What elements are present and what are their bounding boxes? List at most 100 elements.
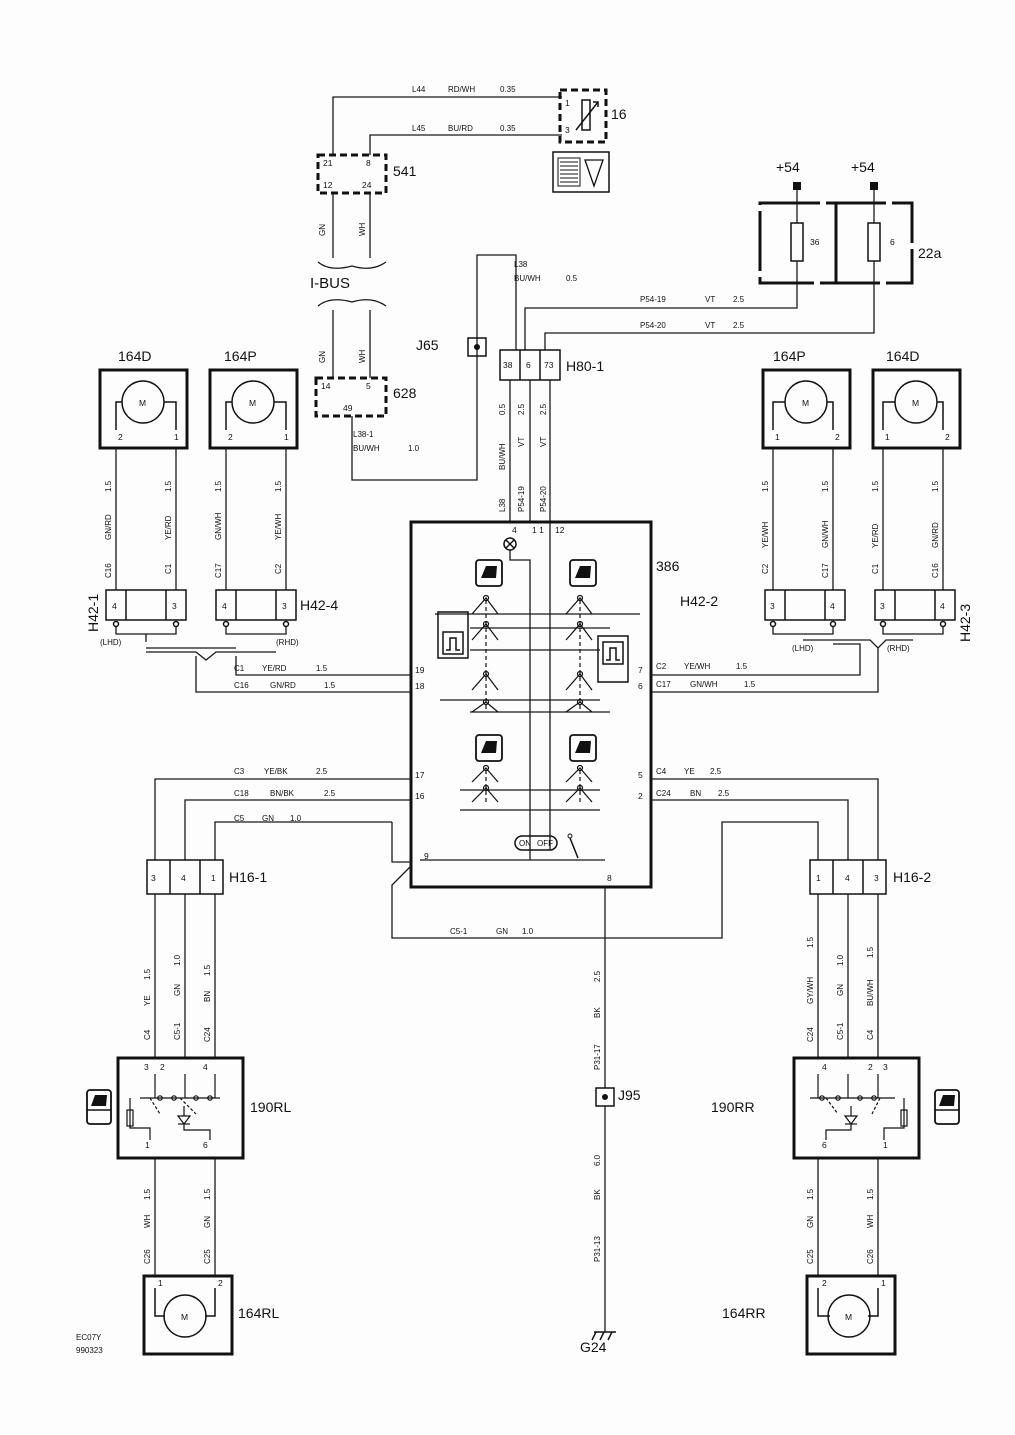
- svg-text:6: 6: [822, 1140, 827, 1150]
- svg-text:GN: GN: [318, 224, 327, 236]
- svg-text:3: 3: [874, 873, 879, 883]
- svg-text:C17: C17: [214, 563, 223, 578]
- svg-text:WH: WH: [866, 1214, 875, 1228]
- svg-text:1.5: 1.5: [214, 480, 223, 492]
- svg-text:C18: C18: [234, 789, 249, 798]
- svg-text:M: M: [181, 1312, 188, 1322]
- svg-text:YE/RD: YE/RD: [164, 515, 173, 540]
- svg-text:6: 6: [526, 360, 531, 370]
- connector-h16-1: 3 4 1: [146, 859, 224, 895]
- svg-text:YE/RD: YE/RD: [262, 664, 287, 673]
- label-plus54-left: +54: [776, 159, 800, 175]
- svg-text:5: 5: [638, 770, 643, 780]
- svg-text:1: 1: [145, 1140, 150, 1150]
- motor-164d-right: M 1 2: [871, 368, 962, 450]
- svg-text:2: 2: [868, 1062, 873, 1072]
- svg-text:1: 1: [211, 873, 216, 883]
- svg-text:2.5: 2.5: [733, 295, 745, 304]
- svg-text:1.5: 1.5: [143, 968, 152, 980]
- motor-164d-left: M 2 1: [98, 368, 189, 450]
- svg-text:YE: YE: [684, 767, 695, 776]
- svg-text:GN: GN: [173, 984, 182, 996]
- svg-text:YE/WH: YE/WH: [761, 522, 770, 548]
- svg-text:1.5: 1.5: [806, 1188, 815, 1200]
- wire-c5-1: [391, 821, 819, 939]
- svg-text:16: 16: [415, 791, 425, 801]
- motor-164p-left: M 2 1: [208, 368, 299, 450]
- svg-text:BN/BK: BN/BK: [270, 789, 295, 798]
- svg-text:P31-17: P31-17: [593, 1044, 602, 1070]
- svg-text:C1: C1: [234, 664, 245, 673]
- ibus-brace-bottom: [317, 299, 387, 307]
- label-rdwh: RD/WH: [448, 85, 475, 94]
- svg-text:2: 2: [118, 432, 123, 442]
- wire-c24: [651, 799, 849, 860]
- svg-text:BU/WH: BU/WH: [514, 274, 541, 283]
- label-035a: 0.35: [500, 85, 516, 94]
- svg-text:C2: C2: [274, 563, 283, 574]
- label-190rl: 190RL: [250, 1099, 291, 1115]
- svg-text:1.5: 1.5: [104, 480, 113, 492]
- wire-l38: [351, 254, 517, 481]
- svg-text:C25: C25: [806, 1249, 815, 1264]
- wire-c16-left: [195, 656, 411, 693]
- svg-text:BU/WH: BU/WH: [353, 444, 380, 453]
- svg-text:6: 6: [638, 681, 643, 691]
- svg-text:C17: C17: [821, 563, 830, 578]
- svg-text:C16: C16: [234, 681, 249, 690]
- svg-text:2.5: 2.5: [710, 767, 722, 776]
- svg-text:3: 3: [172, 601, 177, 611]
- connector-h42-right-lhd: 3 4: [764, 589, 846, 628]
- svg-text:4: 4: [830, 601, 835, 611]
- label-h42-4: H42-4: [300, 597, 338, 613]
- svg-text:GN/RD: GN/RD: [931, 522, 940, 548]
- svg-text:C5: C5: [234, 814, 245, 823]
- svg-text:C4: C4: [143, 1029, 152, 1040]
- svg-text:3: 3: [144, 1062, 149, 1072]
- svg-text:1: 1: [816, 873, 821, 883]
- motor-164p-right: M 1 2: [761, 368, 852, 450]
- label-h16-1: H16-1: [229, 869, 267, 885]
- label-j95: J95: [618, 1087, 641, 1103]
- svg-text:1: 1: [881, 1278, 886, 1288]
- svg-text:GN: GN: [262, 814, 274, 823]
- label-plus54-right: +54: [851, 159, 875, 175]
- motor-164rl: 1 2 M: [142, 1274, 234, 1356]
- component-541: 21 8 12 24: [316, 153, 388, 195]
- switch-190rr: 4 2 3 6 1: [792, 1056, 921, 1160]
- window-switch-icon-left: [86, 1089, 112, 1125]
- svg-text:BK: BK: [593, 1189, 602, 1200]
- svg-text:1.0: 1.0: [522, 927, 534, 936]
- label-164d-left: 164D: [118, 348, 151, 364]
- svg-text:C26: C26: [866, 1249, 875, 1264]
- svg-text:GN/RD: GN/RD: [270, 681, 296, 690]
- svg-text:2: 2: [822, 1278, 827, 1288]
- svg-text:(LHD): (LHD): [100, 638, 122, 647]
- svg-text:19: 19: [415, 665, 425, 675]
- svg-text:6: 6: [890, 237, 895, 247]
- svg-text:38: 38: [503, 360, 513, 370]
- svg-text:1.5: 1.5: [164, 480, 173, 492]
- svg-text:3: 3: [282, 601, 287, 611]
- connector-h42-1: 4 3: [105, 589, 187, 628]
- svg-text:C24: C24: [806, 1027, 815, 1042]
- svg-text:OFF: OFF: [537, 839, 553, 848]
- svg-text:L38: L38: [514, 260, 528, 269]
- svg-text:BK: BK: [593, 1007, 602, 1018]
- wire-p54-19: [524, 261, 798, 350]
- svg-text:BN: BN: [690, 789, 701, 798]
- label-190rr: 190RR: [711, 1099, 755, 1115]
- svg-text:GN/WH: GN/WH: [690, 680, 718, 689]
- label-386: 386: [656, 558, 680, 574]
- svg-text:1.5: 1.5: [143, 1188, 152, 1200]
- svg-text:12: 12: [555, 525, 565, 535]
- svg-text:M: M: [802, 398, 809, 408]
- svg-text:BU/WH: BU/WH: [498, 443, 507, 470]
- svg-text:1.5: 1.5: [744, 680, 756, 689]
- label-164d-right: 164D: [886, 348, 919, 364]
- label-628: 628: [393, 385, 417, 401]
- label-164p-right: 164P: [773, 348, 806, 364]
- svg-text:17: 17: [415, 770, 425, 780]
- svg-text:1.0: 1.0: [408, 444, 420, 453]
- svg-text:1.0: 1.0: [173, 954, 182, 966]
